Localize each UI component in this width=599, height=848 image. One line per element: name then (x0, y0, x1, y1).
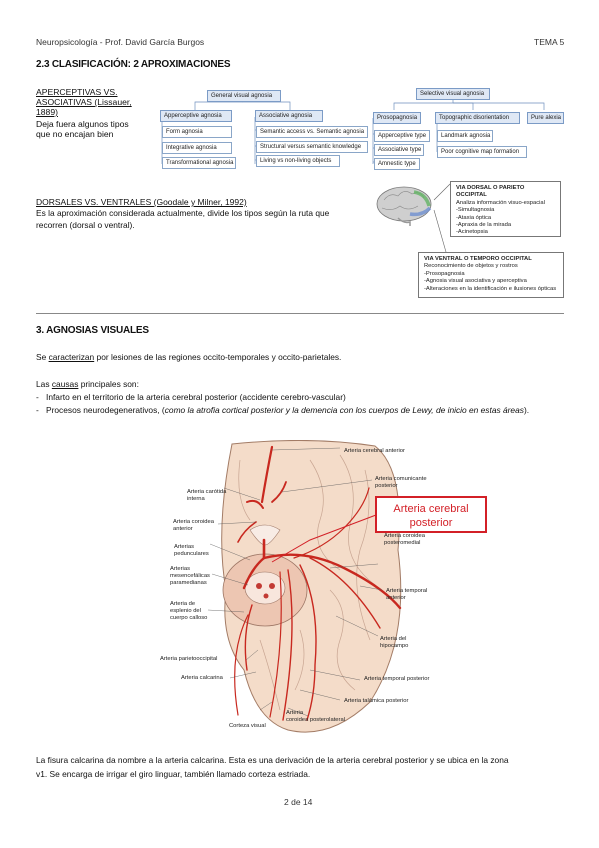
diagram-pure-alexia: Pure alexia (527, 112, 564, 124)
section-3-paragraph-2: Las causas principales son: (36, 378, 139, 391)
section-divider (36, 313, 564, 314)
ventral-panel-line: -Prosopagnosia (424, 270, 465, 277)
p1-underlined: caracterizan (48, 352, 95, 362)
aperceptivas-block: APERCEPTIVAS VS. ASOCIATIVAS (Lissauer, … (36, 87, 161, 139)
section-3-paragraph-1: Se caracterizan por lesiones de las regi… (36, 351, 341, 364)
label-temporal-posterior: Arteria temporal posterior (364, 676, 430, 682)
diagram-semantic-access: Semantic access vs. Semantic agnosia (256, 126, 368, 138)
list-item: Procesos neurodegenerativos, (como la at… (34, 404, 564, 417)
diagram-integrative-agnosia: Integrative agnosia (162, 142, 232, 154)
dorsal-ventral-text: Es la aproximación considerada actualmen… (36, 207, 371, 231)
header-left: Neuropsicología - Prof. David García Bur… (36, 37, 205, 47)
p2-pre: Las (36, 379, 52, 389)
list-item: Infarto en el territorio de la arteria c… (34, 391, 564, 404)
cause-2-pre: Procesos neurodegenerativos, ( (46, 405, 165, 415)
p3-line-1: La fisura calcarina da nombre a la arter… (36, 755, 509, 765)
cause-2-italic: como la atrofia cortical posterior y la … (164, 405, 524, 415)
diagram-form-agnosia: Form agnosia (162, 126, 232, 138)
diagram-associative-head: Associative agnosia (255, 110, 323, 122)
dorsal-ventral-title: DORSALES VS. VENTRALES (Goodale y Milner… (36, 197, 247, 207)
dorsal-panel-title: VIA DORSAL O PARIETO OCCIPITAL (456, 185, 525, 199)
highlight-label-line-2: posterior (410, 517, 453, 529)
diagram-topographic-head: Topographic disorientation (435, 112, 520, 124)
p1-pre: Se (36, 352, 49, 362)
dorsal-panel-line: -Apraxia de la mirada (456, 222, 512, 229)
section-2-3-title: 2.3 CLASIFICACIÓN: 2 APROXIMACIONES (36, 59, 231, 70)
aperceptivas-title-1: APERCEPTIVAS VS. (36, 87, 118, 97)
aperceptivas-text-1: Deja fuera algunos tipos (36, 119, 129, 129)
ventral-panel-line: Reconocimiento de objetos y rostros (424, 263, 518, 270)
label-parietooccipital: Arteria parietooccipital (160, 656, 218, 662)
diagram-root-general: General visual agnosia (207, 90, 281, 102)
diagram-apperceptive-type: Apperceptive type (374, 130, 430, 142)
ventral-pathway-panel: VIA VENTRAL O TEMPORO OCCIPITAL Reconoci… (418, 252, 564, 298)
dorsal-panel-line: -Simultagnosia (456, 207, 495, 214)
cause-1: Infarto en el territorio de la arteria c… (46, 392, 346, 402)
p2-post: principales son: (78, 379, 139, 389)
diagram-poor-cognitive-map: Poor cognitive map formation (437, 146, 527, 158)
aperceptivas-text-2: que no encajan bien (36, 129, 114, 139)
dorsal-ventral-text-1: Es la aproximación considerada actualmen… (36, 208, 330, 218)
ventral-panel-line: -Agnosia visual asociativa y aperceptiva (424, 278, 527, 285)
cause-2-post: ). (523, 405, 530, 415)
aperceptivas-title-3: 1889) (36, 107, 58, 117)
diagram-amnestic-type: Amnestic type (374, 158, 420, 170)
label-calcarina: Arteria calcarina (181, 675, 223, 681)
aperceptivas-title-2: ASOCIATIVAS (Lissauer, (36, 97, 132, 107)
header-right: TEMA 5 (534, 37, 565, 47)
dorsal-panel-line: -Acinetopsia (456, 229, 488, 236)
diagram-prosopagnosia-head: Prosopagnosia (373, 112, 421, 124)
diagram-landmark-agnosia: Landmark agnosia (437, 130, 493, 142)
dorsal-pathway-panel: VIA DORSAL O PARIETO OCCIPITAL Analiza i… (450, 181, 561, 237)
ventral-panel-title: VIA VENTRAL O TEMPORO OCCIPITAL (424, 256, 532, 262)
brain-pathways-image (376, 186, 432, 226)
label-talamica: Arteria talámica posterior (344, 698, 409, 704)
diagram-living-nonliving: Living vs non-living objects (256, 155, 340, 167)
diagram-associative-type: Associative type (374, 144, 424, 156)
highlight-label-line-1: Arteria cerebral (393, 503, 468, 515)
p2-underlined: causas (51, 379, 79, 389)
diagram-structural-semantic: Structural versus semantic knowledge (256, 141, 368, 153)
ventral-panel-line: -Alteraciones en la identificación e ilu… (424, 285, 557, 292)
diagram-root-selective: Selective visual agnosia (416, 88, 490, 100)
p3-line-2: v1. Se encarga de irrigar el giro lingua… (36, 769, 311, 779)
label-cerebral-anterior: Arteria cerebral anterior (344, 448, 405, 454)
diagram-transformational-agnosia: Transformational agnosia (162, 157, 236, 169)
label-corteza-visual: Corteza visual (229, 723, 266, 729)
section-3-paragraph-3: La fisura calcarina da nombre a la arter… (36, 753, 566, 781)
causes-list: Infarto en el territorio de la arteria c… (34, 391, 564, 417)
posterior-cerebral-artery-figure: Arteria cerebral posterior (207, 440, 487, 733)
section-3-title: 3. AGNOSIAS VISUALES (36, 325, 149, 336)
dorsal-panel-line: Analiza información visuo-espacial (456, 199, 545, 206)
page-number: 2 de 14 (284, 797, 313, 807)
diagram-apperceptive-head: Apperceptive agnosia (160, 110, 232, 122)
p1-post: por lesiones de las regiones occito-temp… (94, 352, 342, 362)
dorsal-ventral-text-2: recorren (dorsal o ventral). (36, 220, 135, 230)
dorsal-panel-line: -Ataxia óptica (456, 214, 492, 221)
